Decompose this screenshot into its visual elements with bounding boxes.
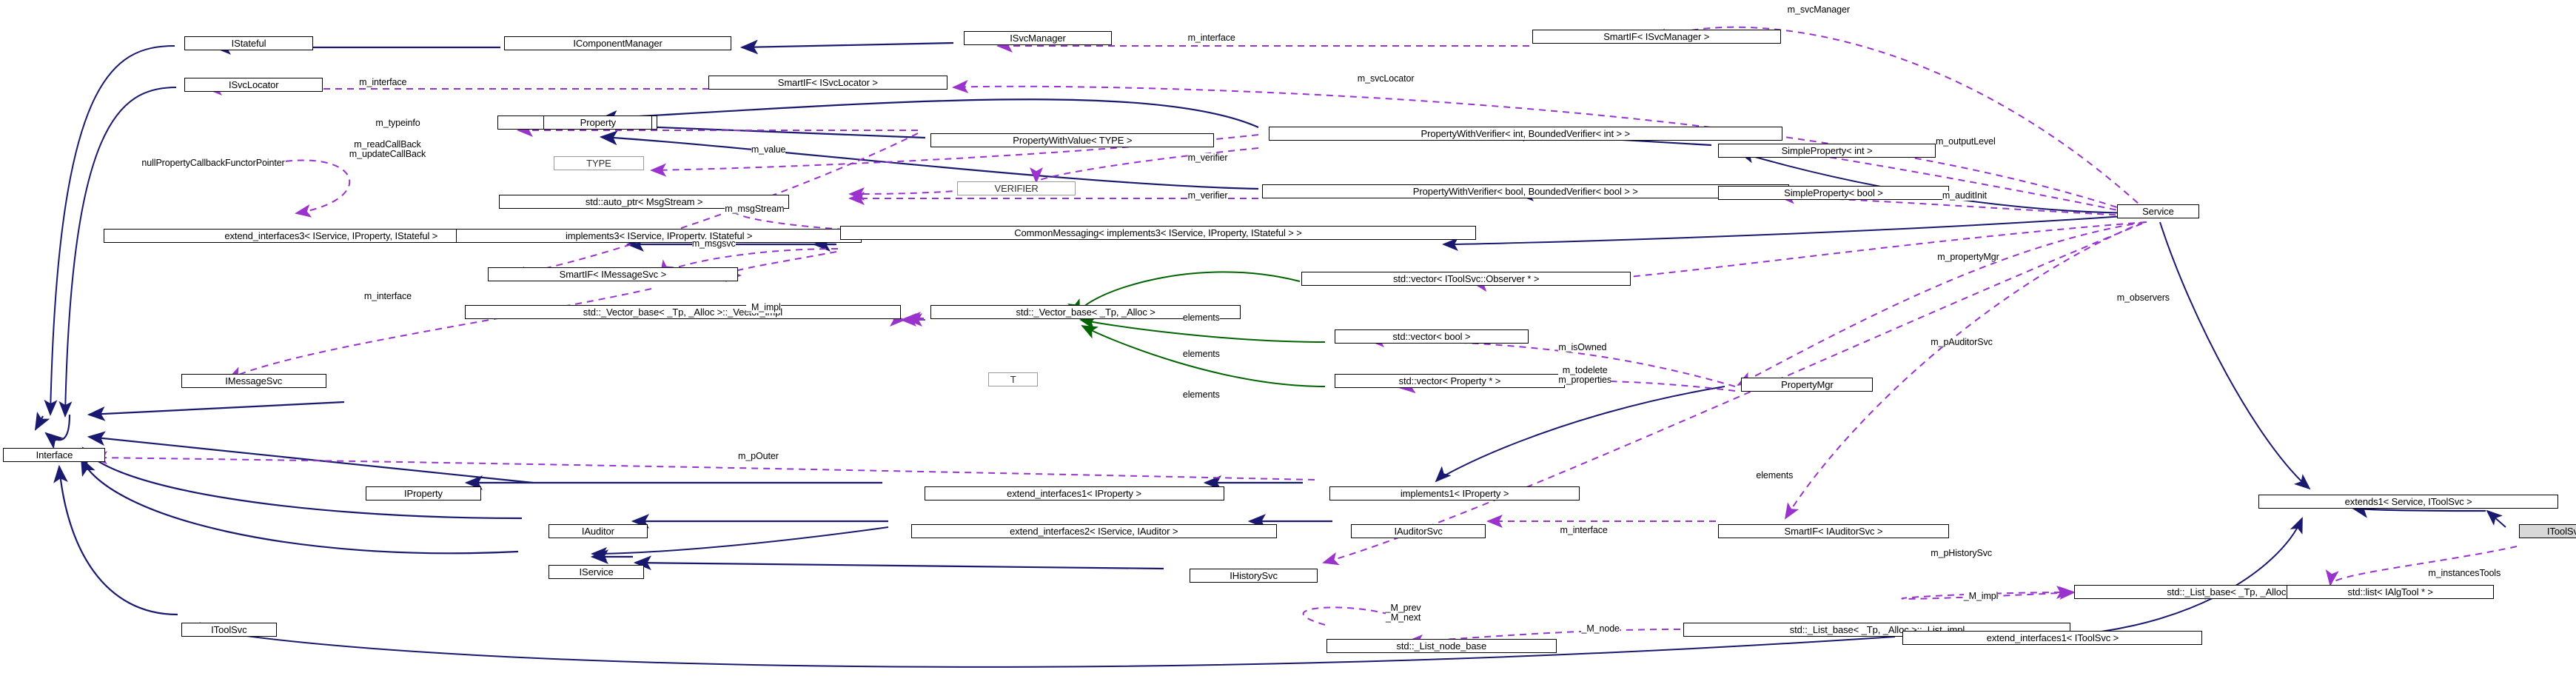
class-node-commonmessaging[interactable]: CommonMessaging< implements3< IService, … <box>840 225 1477 240</box>
class-node-vector_observer[interactable]: std::vector< IToolSvc::Observer * > <box>1301 272 1631 287</box>
edge-label-lbl-M_prevnext: _M_prev_M_next <box>1385 602 1421 623</box>
edge-label-lbl-m_auditInit: m_auditInit <box>1942 190 1987 201</box>
class-node-extends1_itoolsvc[interactable]: extends1< Service, IToolSvc > <box>2258 494 2559 509</box>
class-node-t_tpl[interactable]: T <box>988 372 1039 386</box>
class-node-typetpl[interactable]: TYPE <box>553 156 645 171</box>
class-node-extend_if1_iproperty[interactable]: extend_interfaces1< IProperty > <box>924 486 1224 500</box>
class-node-smartif_isvcmanager[interactable]: SmartIF< ISvcManager > <box>1532 30 1781 44</box>
class-node-extend_if1_itoolsvc[interactable]: extend_interfaces1< IToolSvc > <box>1902 631 2203 646</box>
class-node-iservice[interactable]: IService <box>549 565 645 580</box>
class-node-smartif_imessagesvc[interactable]: SmartIF< IMessageSvc > <box>487 267 738 281</box>
edge-label-lbl-m_pHistorySvc: m_pHistorySvc <box>1931 548 1993 559</box>
class-node-ihistorysvc[interactable]: IHistorySvc <box>1189 568 1318 583</box>
class-node-smartif_isvclocator[interactable]: SmartIF< ISvcLocator > <box>708 76 947 90</box>
edge-label-lbl-m_verifier-int: m_verifier <box>1187 152 1228 164</box>
class-node-itoolsvc_current[interactable]: IToolSvc <box>2518 523 2576 538</box>
class-node-extend_if3[interactable]: extend_interfaces3< IService, IProperty,… <box>104 229 559 244</box>
class-node-list_node_base[interactable]: std::_List_node_base <box>1326 639 1557 654</box>
class-node-simpleproperty_bool[interactable]: SimpleProperty< bool > <box>1718 186 1949 201</box>
class-node-vector_bool[interactable]: std::vector< bool > <box>1334 329 1529 344</box>
class-node-pwv_bool[interactable]: PropertyWithVerifier< bool, BoundedVerif… <box>1261 184 1789 199</box>
class-node-simpleproperty_int[interactable]: SimpleProperty< int > <box>1718 143 1936 158</box>
class-node-service[interactable]: Service <box>2116 204 2200 218</box>
edge-label-lbl-m_verifier-bool: m_verifier <box>1187 190 1228 201</box>
edge-label-lbl-elements-4: elements <box>1756 470 1794 481</box>
class-node-imessagesvc[interactable]: IMessageSvc <box>181 374 326 389</box>
edge-label-lbl-M_impl-vector: _M_impl <box>746 302 781 313</box>
edge-label-lbl-elements-1: elements <box>1182 312 1220 323</box>
class-node-iproperty[interactable]: IProperty <box>366 486 481 500</box>
class-node-icomponentmanager[interactable]: IComponentManager <box>504 36 732 50</box>
class-node-itoolsvc_plain[interactable]: IToolSvc <box>181 623 277 637</box>
class-node-propertywithvalue[interactable]: PropertyWithValue< TYPE > <box>930 133 1215 148</box>
class-node-vectorbase_impl[interactable]: std::_Vector_base< _Tp, _Alloc >::_Vecto… <box>464 304 902 319</box>
class-node-vector_property[interactable]: std::vector< Property * > <box>1334 374 1566 389</box>
edge-label-lbl-m_svcManager: m_svcManager <box>1787 4 1850 15</box>
class-node-iauditorsvc[interactable]: IAuditorSvc <box>1350 523 1486 538</box>
class-node-istateful[interactable]: IStateful <box>184 36 313 50</box>
edge-label-lbl-m_svcLocator: m_svcLocator <box>1357 73 1415 84</box>
class-node-iauditor[interactable]: IAuditor <box>549 523 648 538</box>
class-node-vectorbase[interactable]: std::_Vector_base< _Tp, _Alloc > <box>930 304 1241 319</box>
edge-label-lbl-M_node: _M_node <box>1581 623 1620 635</box>
edge-label-lbl-m_isOwned: m_isOwned <box>1558 341 1607 353</box>
edge-label-lbl-m_msgStream: m_msgStream <box>725 203 785 215</box>
class-node-list_ialgtool[interactable]: std::list< IAlgTool * > <box>2286 585 2495 600</box>
edge-label-lbl-m_instancesTools: m_instancesTools <box>2428 567 2501 578</box>
class-node-implements3[interactable]: implements3< IService, IProperty, IState… <box>456 229 862 244</box>
class-node-implements1_iproperty[interactable]: implements1< IProperty > <box>1329 486 1580 500</box>
class-node-isvcmanager[interactable]: ISvcManager <box>963 31 1113 46</box>
edge-label-lbl-m_propertyMgr: m_propertyMgr <box>1937 251 1999 262</box>
edge-label-lbl-elements-2: elements <box>1182 348 1220 359</box>
edge-label-lbl-m_interface-top: m_interface <box>1187 32 1235 43</box>
class-node-propertymgr[interactable]: PropertyMgr <box>1741 377 1874 392</box>
class-node-smartif_iauditorsvc[interactable]: SmartIF< IAuditorSvc > <box>1718 523 1949 538</box>
edge-label-lbl-elements-3: elements <box>1182 389 1220 401</box>
class-node-property[interactable]: Property <box>543 115 653 130</box>
edge-label-lbl-m_interface-svcloc: m_interface <box>359 76 407 87</box>
edge-label-lbl-m_value: m_value <box>751 144 786 155</box>
edge-label-lbl-m_outputLevel: m_outputLevel <box>1935 135 1996 147</box>
class-node-pwv_int[interactable]: PropertyWithVerifier< int, BoundedVerifi… <box>1268 127 1782 141</box>
edge-label-lbl-m_interface-msgsvc: m_interface <box>363 290 412 302</box>
edge-label-lbl-m_observers: m_observers <box>2116 292 2170 304</box>
edge-label-lbl-m_typeinfo: m_typeinfo <box>375 118 420 129</box>
class-node-interface[interactable]: Interface <box>3 448 106 463</box>
edge-label-lbl-M_impl-list: _M_impl <box>1963 590 1999 602</box>
class-node-autoptr_msgstream[interactable]: std::auto_ptr< MsgStream > <box>499 194 789 209</box>
edge-label-lbl-m_msgsvc: m_msgsvc <box>691 238 736 249</box>
class-node-verifier[interactable]: VERIFIER <box>957 181 1076 195</box>
class-node-isvclocator[interactable]: ISvcLocator <box>184 77 323 92</box>
edge-label-lbl-m_pOuter: m_pOuter <box>738 450 779 461</box>
edge-label-lbl-m_interface-auditor: m_interface <box>1560 524 1608 536</box>
edge-label-lbl-nullcallback: nullPropertyCallbackFunctorPointer <box>141 157 285 168</box>
edge-label-lbl-m_auditorSvc: m_pAuditorSvc <box>1931 337 1993 348</box>
class-node-extend_if2_iauditor[interactable]: extend_interfaces2< IService, IAuditor > <box>910 523 1277 538</box>
